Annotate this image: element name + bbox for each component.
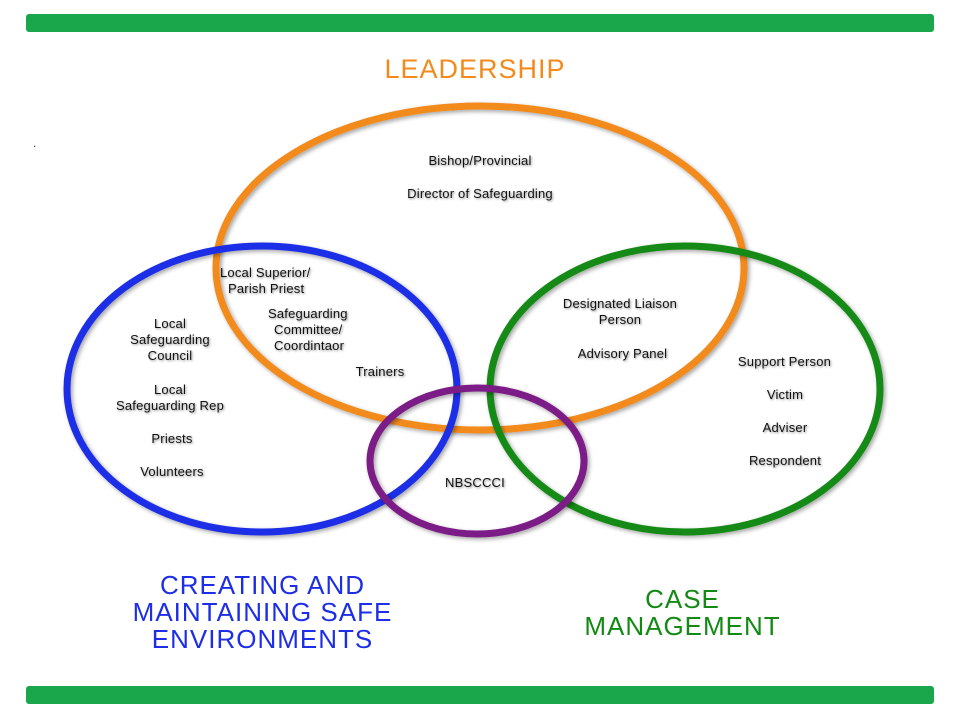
label-line: Coordintaor: [274, 338, 345, 353]
label-nbsccci: NBSCCCI: [445, 475, 505, 490]
label-line: Safeguarding Rep: [116, 398, 224, 413]
label-support: Support Person: [737, 354, 832, 369]
stray-dot: .: [33, 136, 37, 150]
label-priests: Priests: [151, 431, 193, 446]
leadership-heading: LEADERSHIP: [340, 56, 610, 83]
label-liaison: Designated Liaison Person: [535, 296, 705, 328]
case-management-heading: CASE MANAGEMENT: [545, 586, 820, 640]
label-line: Safeguarding: [268, 306, 348, 321]
label-line: Local: [153, 316, 187, 331]
leadership-heading-text: LEADERSHIP: [384, 54, 566, 84]
label-line: Person: [598, 312, 642, 327]
label-line: Parish Priest: [228, 281, 305, 296]
label-trainers: Trainers: [355, 364, 405, 379]
label-bishop: Bishop/Provincial: [428, 153, 532, 168]
label-victim: Victim: [766, 387, 804, 402]
environments-heading: CREATING AND MAINTAINING SAFE ENVIRONMEN…: [90, 572, 435, 653]
label-local-council: Local Safeguarding Council: [105, 316, 235, 364]
label-committee: Safeguarding Committee/ Coordintaor: [262, 306, 377, 354]
nbsccci-circle: [366, 384, 588, 538]
environments-heading-line: ENVIRONMENTS: [151, 624, 374, 654]
label-line: Committee/: [274, 322, 343, 337]
top-green-bar: [26, 14, 934, 32]
label-line: Safeguarding: [130, 332, 210, 347]
label-adviser: Adviser: [762, 420, 808, 435]
environments-heading-line: CREATING AND: [159, 570, 366, 600]
label-line: Designated Liaison: [562, 296, 678, 311]
case-management-heading-line: MANAGEMENT: [584, 611, 781, 641]
label-line: Local: [153, 382, 187, 397]
label-advisory: Advisory Panel: [577, 346, 668, 361]
environments-heading-line: MAINTAINING SAFE: [132, 597, 393, 627]
case-management-heading-line: CASE: [645, 584, 720, 614]
bottom-green-bar: [26, 686, 934, 704]
label-volunteers: Volunteers: [140, 464, 204, 479]
label-respondent: Respondent: [748, 453, 822, 468]
label-director: Director of Safeguarding: [407, 186, 553, 201]
label-line: Local Superior/: [220, 265, 311, 280]
leadership-circle: [212, 102, 748, 434]
label-local-superior: Local Superior/ Parish Priest: [220, 265, 360, 297]
label-local-rep: Local Safeguarding Rep: [95, 382, 245, 414]
label-line: Council: [147, 348, 193, 363]
